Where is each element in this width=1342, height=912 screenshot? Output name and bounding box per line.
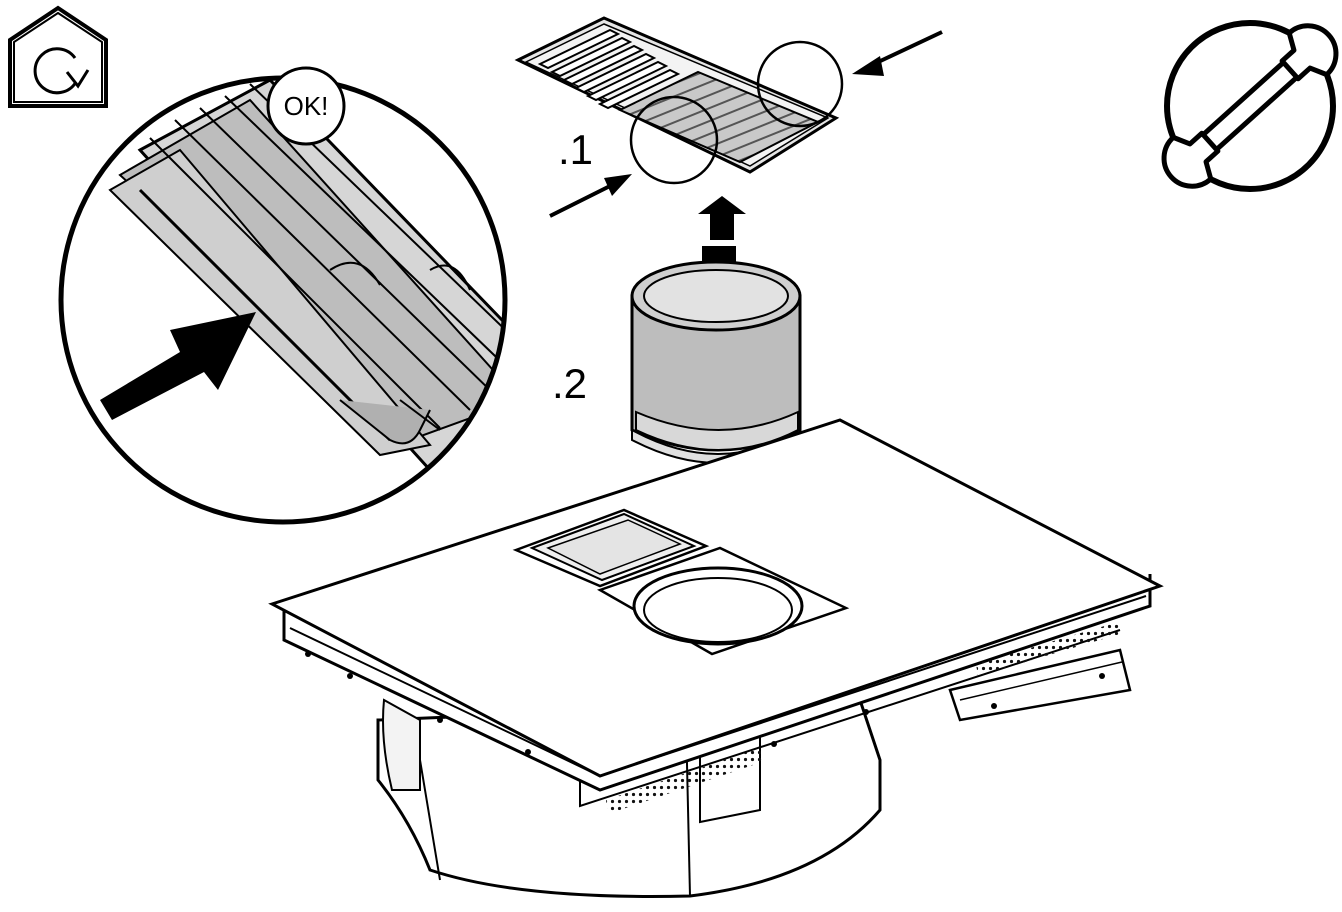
pointer-arrow-right <box>852 30 943 76</box>
ok-badge: OK! <box>266 66 346 146</box>
ok-label: OK! <box>284 91 329 121</box>
induction-hob <box>268 418 1164 898</box>
wrench-icon <box>1161 20 1339 192</box>
step-2-label: .2 <box>552 360 587 407</box>
pointer-arrow-left <box>549 174 632 218</box>
odour-filter-cylinder: .2 <box>552 260 802 464</box>
grease-filter-grate: .1 <box>514 16 844 185</box>
home-rotate-icon <box>8 5 108 108</box>
step-1-label: .1 <box>558 126 593 173</box>
zoom-detail <box>58 75 508 525</box>
